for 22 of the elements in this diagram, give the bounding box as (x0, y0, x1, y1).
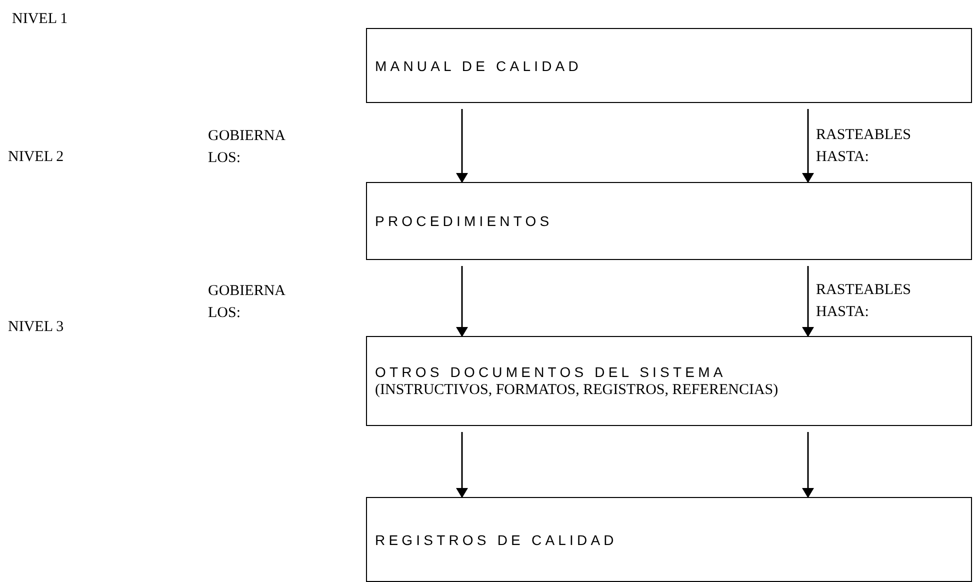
box-subtitle: (INSTRUCTIVOS, FORMATOS, REGISTROS, REFERENCIAS) (375, 382, 780, 398)
edge-label: RASTEABLES HASTA: (816, 126, 912, 166)
arrow (802, 109, 814, 183)
level-label: NIVEL 3 (8, 318, 64, 337)
level-label: NIVEL 1 (12, 10, 68, 29)
box-title: REGISTROS DE CALIDAD (375, 532, 618, 548)
document-box (366, 497, 972, 582)
document-box (366, 336, 972, 426)
level-label: NIVEL 2 (8, 148, 64, 167)
edge-label: RASTEABLES HASTA: (816, 281, 912, 322)
box-title: PROCEDIMIENTOS (375, 213, 554, 229)
arrow (802, 432, 814, 498)
arrow (456, 432, 468, 498)
arrow (456, 109, 468, 183)
box-title: MANUAL DE CALIDAD (375, 58, 583, 74)
document-box (366, 28, 972, 103)
level-label: GOBIERNA LOS: (208, 127, 286, 168)
box-title: OTROS DOCUMENTOS DEL SISTEMA (375, 364, 728, 380)
level-label: GOBIERNA LOS: (208, 282, 286, 323)
arrow (802, 266, 814, 337)
arrow (456, 266, 468, 337)
document-box (366, 182, 972, 260)
